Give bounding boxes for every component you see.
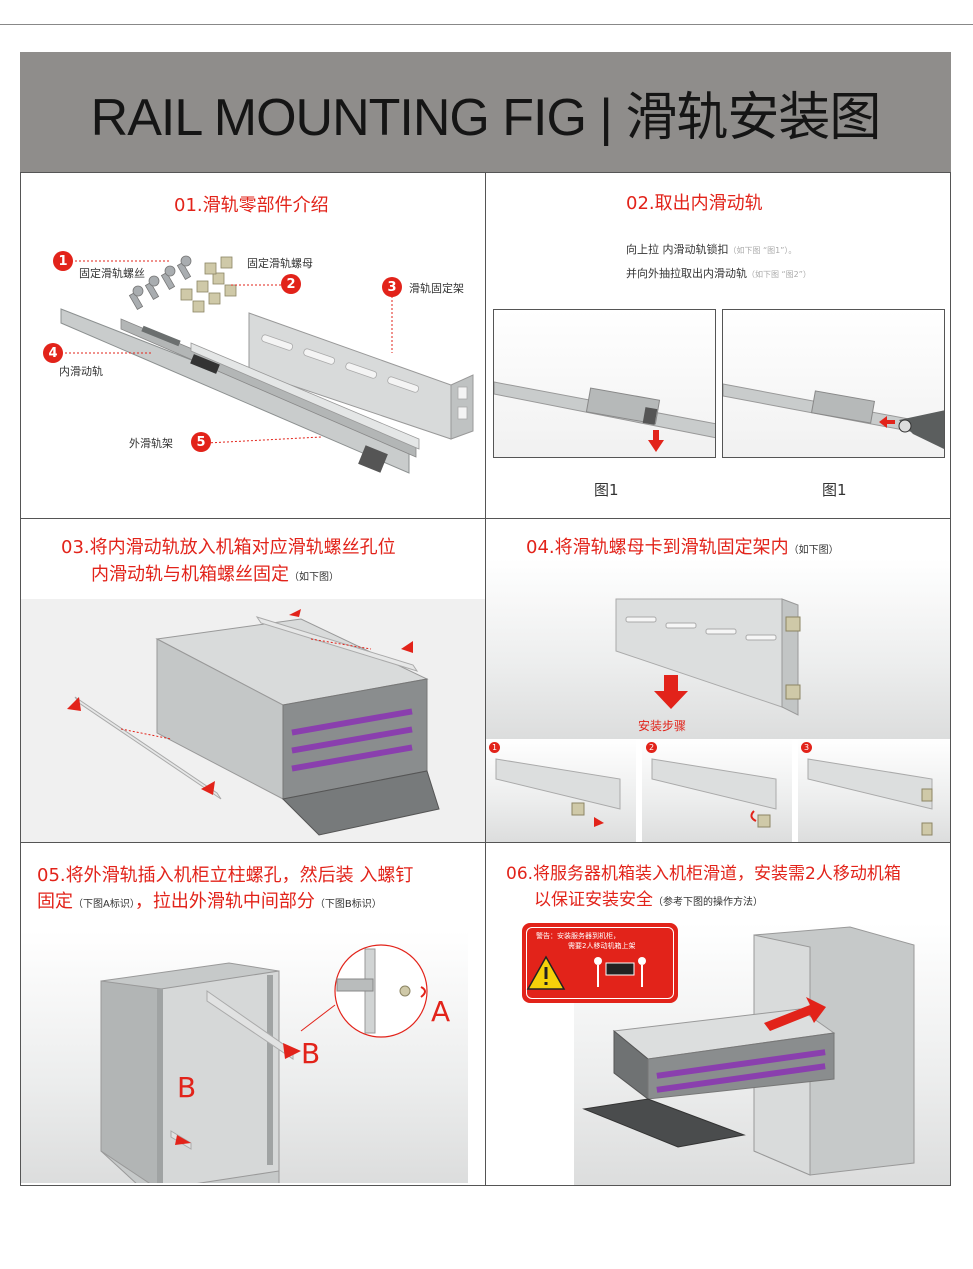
section-install-outer-rail: 05.将外滑轨插入机柜立柱螺孔，然后装 入螺钉 固定（下图A标识），拉出外滑轨中… (21, 843, 486, 1185)
section-5-note-b: （下图B标识） (314, 899, 382, 910)
section-4-title-note: （如下图） (788, 545, 839, 556)
step-1-photo (486, 739, 636, 842)
part-label-4: 内滑动轨 (59, 365, 103, 378)
section-5-title-fixed: 固定 (37, 891, 73, 912)
section-3-title-note: （如下图） (289, 572, 339, 583)
step-3-photo (798, 739, 950, 842)
step-2-photo (642, 739, 792, 842)
part-badge-1: 1 (53, 251, 73, 271)
marker-b-right: B (301, 1037, 321, 1070)
section-6-title-line-2: 以保证安装安全 (534, 890, 653, 910)
section-install-server: 06.将服务器机箱装入机柜滑道，安装需2人移动机箱 以保证安装安全（参考下图的操… (486, 843, 950, 1185)
steps-label: 安装步骤 (638, 719, 687, 733)
figure-2-caption: 图1 (822, 481, 847, 499)
top-divider (0, 24, 973, 25)
figure-1-frame (493, 309, 716, 458)
cabinet-rail-photo (21, 931, 468, 1183)
section-remove-inner-rail: 02.取出内滑动轨 向上拉 内滑动轨锁扣（如下图 “图1”）。 并向外抽拉取出内… (486, 173, 950, 519)
section-5-title-pull: ，拉出外滑轨中间部分 (134, 891, 315, 912)
part-badge-4: 4 (43, 343, 63, 363)
section-3-title-line-1: 03.将内滑动轨放入机箱对应滑轨螺丝孔位 (61, 537, 396, 558)
instruction-grid: 01.滑轨零部件介绍 (20, 172, 951, 1186)
rail-parts-illustration (60, 255, 474, 474)
bracket-photo (486, 559, 950, 739)
warning-label: 警告：安装服务器到机柜， 需要2人移动机箱上架 (522, 923, 678, 1003)
instruction-line-1-note: （如下图 “图1”）。 (728, 246, 797, 255)
part-badge-3: 3 (382, 277, 402, 297)
section-1-title: 01.滑轨零部件介绍 (174, 195, 329, 216)
step-badge-3: 3 (801, 742, 812, 753)
server-install-photo (574, 923, 950, 1185)
step-badge-1: 1 (489, 742, 500, 753)
section-install-cage-nuts: 04.将滑轨螺母卡到滑轨固定架内（如下图） 安装步骤 1 2 3 (486, 519, 950, 843)
section-5-note-a: （下图A标识） (73, 899, 135, 910)
marker-b-left: B (177, 1071, 197, 1104)
marker-a: A (431, 995, 451, 1028)
part-label-3: 滑轨固定架 (409, 282, 464, 295)
figure-1-caption: 图1 (594, 481, 619, 499)
section-install-inner-rail: 03.将内滑动轨放入机箱对应滑轨螺丝孔位 内滑动轨与机箱螺丝固定（如下图） (21, 519, 486, 843)
instruction-line-2-note: （如下图 “图2”） (747, 270, 811, 279)
section-4-title: 04.将滑轨螺母卡到滑轨固定架内 (526, 537, 789, 558)
warning-text-line-2: 需要2人移动机箱上架 (568, 942, 636, 950)
section-3-title-line-2: 内滑动轨与机箱螺丝固定 (91, 564, 289, 585)
page-header: RAIL MOUNTING FIG | 滑轨安装图 (20, 52, 951, 172)
section-parts: 01.滑轨零部件介绍 (21, 173, 486, 519)
figure-2-frame (722, 309, 945, 458)
section-6-title-line-1: 06.将服务器机箱装入机柜滑道，安装需2人移动机箱 (506, 864, 901, 884)
section-2-title: 02.取出内滑动轨 (626, 193, 763, 214)
page-title: RAIL MOUNTING FIG | 滑轨安装图 (90, 88, 882, 147)
warning-triangle-icon (526, 955, 646, 990)
warning-text-line-1: 警告：安装服务器到机柜， (536, 932, 620, 940)
section-6-title-note: （参考下图的操作方法） (653, 897, 763, 908)
part-badge-2: 2 (281, 274, 301, 294)
part-badge-5: 5 (191, 432, 211, 452)
section-5-title-line-1: 05.将外滑轨插入机柜立柱螺孔，然后装 入螺钉 (37, 865, 414, 886)
step-badge-2: 2 (646, 742, 657, 753)
part-label-5: 外滑轨架 (129, 437, 173, 450)
chassis-rail-illustration (21, 599, 485, 842)
instruction-line-2: 并向外抽拉取出内滑动轨 (626, 267, 747, 280)
part-label-1: 固定滑轨螺丝 (79, 267, 145, 280)
instruction-line-1: 向上拉 内滑动轨锁扣 (626, 243, 729, 256)
part-label-2: 固定滑轨螺母 (247, 257, 313, 270)
